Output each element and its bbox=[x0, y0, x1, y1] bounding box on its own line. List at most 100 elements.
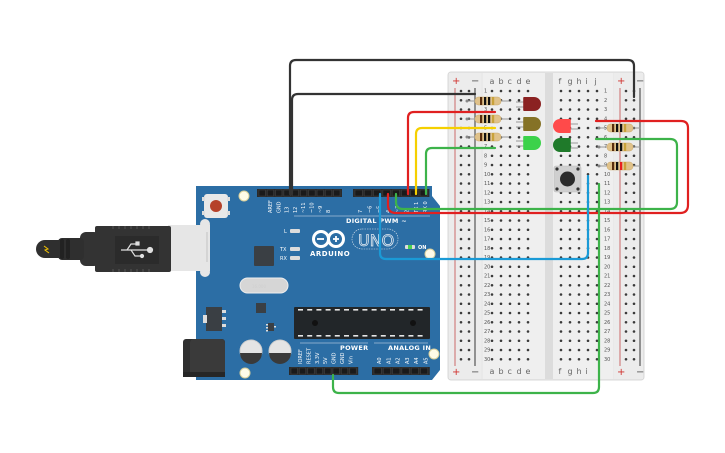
breadboard-hole[interactable] bbox=[595, 200, 599, 204]
breadboard-hole[interactable] bbox=[595, 182, 599, 185]
breadboard-hole[interactable] bbox=[577, 135, 581, 139]
breadboard-hole[interactable] bbox=[526, 89, 530, 93]
resistor[interactable] bbox=[465, 96, 510, 106]
breadboard-hole[interactable] bbox=[568, 265, 572, 269]
led-olive[interactable] bbox=[516, 117, 541, 131]
rail-hole[interactable] bbox=[632, 98, 636, 102]
breadboard-hole[interactable] bbox=[559, 135, 563, 139]
breadboard-hole[interactable] bbox=[577, 330, 581, 333]
breadboard-hole[interactable] bbox=[490, 302, 494, 306]
breadboard-hole[interactable] bbox=[586, 89, 590, 93]
rail-hole[interactable] bbox=[624, 293, 628, 296]
breadboard-hole[interactable] bbox=[508, 320, 512, 324]
breadboard-hole[interactable] bbox=[577, 246, 581, 250]
breadboard-hole[interactable] bbox=[586, 135, 590, 139]
breadboard-hole[interactable] bbox=[490, 330, 494, 333]
breadboard-hole[interactable] bbox=[586, 339, 590, 343]
header-pin[interactable] bbox=[332, 367, 340, 375]
breadboard-hole[interactable] bbox=[517, 283, 521, 287]
breadboard-hole[interactable] bbox=[595, 89, 599, 93]
rail-hole[interactable] bbox=[459, 108, 463, 111]
breadboard-hole[interactable] bbox=[526, 228, 530, 232]
breadboard-hole[interactable] bbox=[499, 339, 503, 343]
breadboard-hole[interactable] bbox=[568, 274, 572, 278]
breadboard-hole[interactable] bbox=[508, 126, 512, 130]
rail-hole[interactable] bbox=[632, 182, 636, 185]
breadboard-hole[interactable] bbox=[586, 357, 590, 361]
rail-hole[interactable] bbox=[624, 200, 628, 204]
breadboard-hole[interactable] bbox=[490, 293, 494, 296]
breadboard-hole[interactable] bbox=[568, 302, 572, 306]
breadboard-hole[interactable] bbox=[499, 283, 503, 287]
breadboard-hole[interactable] bbox=[586, 311, 590, 315]
header-pin[interactable] bbox=[307, 367, 315, 375]
breadboard-hole[interactable] bbox=[559, 228, 563, 232]
breadboard-hole[interactable] bbox=[568, 339, 572, 343]
rail-hole[interactable] bbox=[632, 154, 636, 158]
header-pin[interactable] bbox=[316, 189, 324, 197]
rail-hole[interactable] bbox=[624, 154, 628, 158]
breadboard-hole[interactable] bbox=[499, 154, 503, 158]
breadboard-hole[interactable] bbox=[586, 302, 590, 306]
breadboard-hole[interactable] bbox=[595, 219, 599, 222]
breadboard-hole[interactable] bbox=[526, 330, 530, 333]
breadboard-hole[interactable] bbox=[499, 348, 503, 352]
rail-hole[interactable] bbox=[467, 357, 471, 361]
breadboard-hole[interactable] bbox=[568, 89, 572, 93]
rail-hole[interactable] bbox=[467, 246, 471, 250]
rail-hole[interactable] bbox=[459, 98, 463, 102]
breadboard-hole[interactable] bbox=[595, 228, 599, 232]
rail-hole[interactable] bbox=[467, 191, 471, 195]
rail-hole[interactable] bbox=[624, 108, 628, 111]
breadboard-hole[interactable] bbox=[586, 126, 590, 130]
rail-hole[interactable] bbox=[459, 154, 463, 158]
rail-hole[interactable] bbox=[467, 200, 471, 204]
breadboard-hole[interactable] bbox=[499, 163, 503, 167]
rail-hole[interactable] bbox=[624, 172, 628, 176]
breadboard-hole[interactable] bbox=[499, 172, 503, 176]
breadboard-hole[interactable] bbox=[490, 311, 494, 315]
breadboard-hole[interactable] bbox=[595, 265, 599, 269]
rail-hole[interactable] bbox=[459, 135, 463, 139]
breadboard-hole[interactable] bbox=[577, 274, 581, 278]
breadboard-hole[interactable] bbox=[526, 293, 530, 296]
breadboard-hole[interactable] bbox=[586, 154, 590, 158]
breadboard-hole[interactable] bbox=[586, 348, 590, 352]
breadboard-hole[interactable] bbox=[559, 302, 563, 306]
breadboard-hole[interactable] bbox=[586, 320, 590, 324]
breadboard-hole[interactable] bbox=[568, 348, 572, 352]
breadboard-hole[interactable] bbox=[499, 320, 503, 324]
breadboard-hole[interactable] bbox=[595, 191, 599, 195]
rail-hole[interactable] bbox=[624, 219, 628, 222]
header-pin[interactable] bbox=[410, 189, 419, 197]
header-pin[interactable] bbox=[382, 189, 391, 197]
rail-hole[interactable] bbox=[459, 283, 463, 287]
breadboard-hole[interactable] bbox=[568, 219, 572, 222]
breadboard-hole[interactable] bbox=[517, 246, 521, 250]
breadboard-hole[interactable] bbox=[517, 339, 521, 343]
header-pin[interactable] bbox=[419, 189, 428, 197]
header-pin[interactable] bbox=[300, 189, 308, 197]
breadboard-hole[interactable] bbox=[577, 357, 581, 361]
header-pin[interactable] bbox=[325, 189, 332, 197]
breadboard-hole[interactable] bbox=[526, 274, 530, 278]
breadboard-hole[interactable] bbox=[508, 219, 512, 222]
breadboard-hole[interactable] bbox=[490, 246, 494, 250]
breadboard-hole[interactable] bbox=[568, 98, 572, 102]
breadboard-hole[interactable] bbox=[490, 200, 494, 204]
breadboard-hole[interactable] bbox=[508, 135, 512, 139]
rail-hole[interactable] bbox=[632, 330, 636, 333]
breadboard-hole[interactable] bbox=[499, 246, 503, 250]
breadboard-hole[interactable] bbox=[517, 357, 521, 361]
header-pin[interactable] bbox=[315, 367, 323, 375]
breadboard-hole[interactable] bbox=[508, 274, 512, 278]
usb-cable[interactable] bbox=[36, 226, 171, 272]
rail-hole[interactable] bbox=[467, 330, 471, 333]
rail-hole[interactable] bbox=[459, 219, 463, 222]
breadboard-hole[interactable] bbox=[577, 302, 581, 306]
breadboard-hole[interactable] bbox=[595, 108, 599, 111]
breadboard-hole[interactable] bbox=[517, 228, 521, 232]
breadboard-hole[interactable] bbox=[595, 339, 599, 343]
breadboard-hole[interactable] bbox=[577, 320, 581, 324]
breadboard-hole[interactable] bbox=[508, 348, 512, 352]
